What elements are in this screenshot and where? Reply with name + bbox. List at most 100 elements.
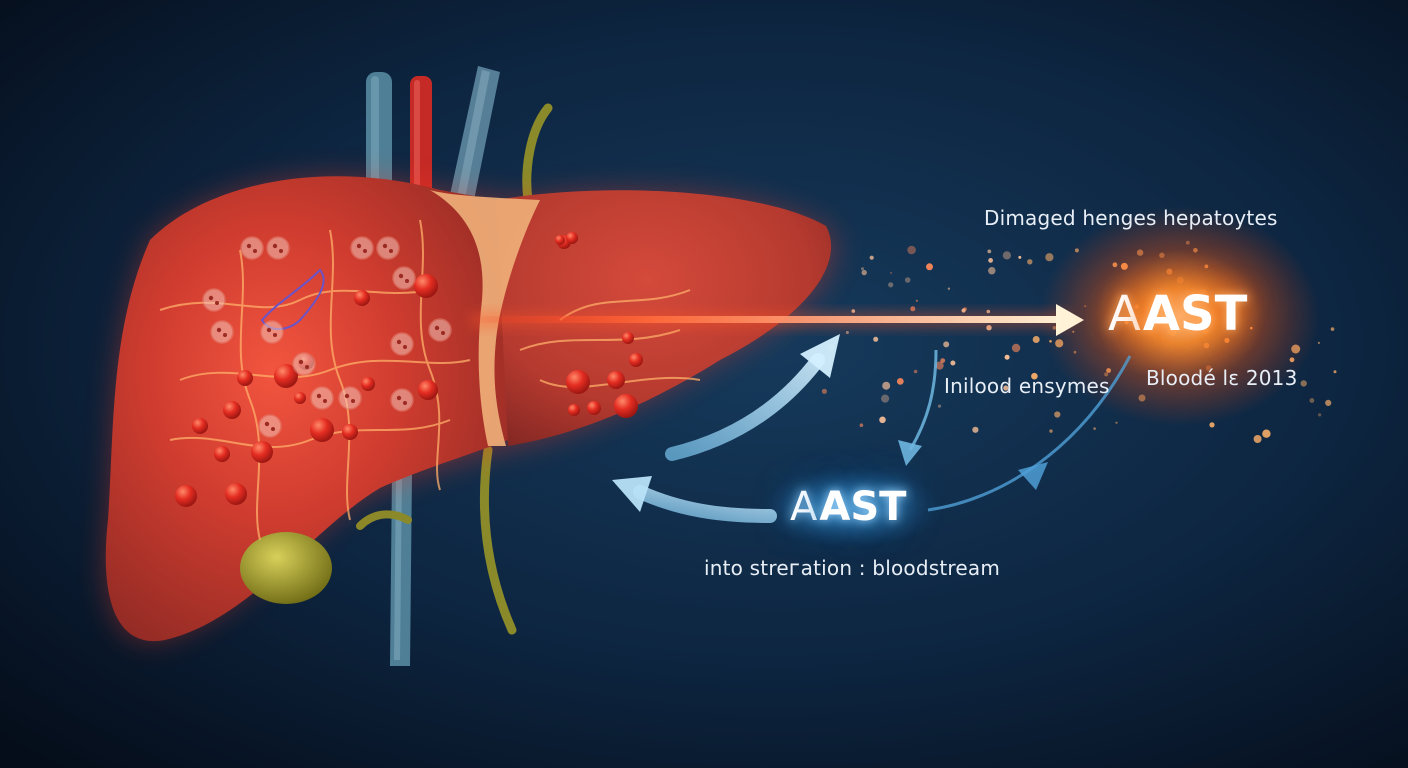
particle (1004, 354, 1010, 360)
lobule-nucleus (272, 243, 278, 249)
particle (907, 245, 916, 255)
hepatocyte-cell (223, 401, 241, 419)
arrow-to-ast-right (927, 355, 1132, 512)
particle (890, 271, 893, 274)
lobule-nucleus (382, 243, 388, 249)
hepatocyte-cell (607, 371, 625, 389)
ast-center-text: AST (819, 484, 907, 530)
particle (859, 423, 864, 428)
particle (1032, 336, 1040, 343)
hepatocyte-cell (237, 370, 253, 386)
lobule (210, 320, 234, 344)
ast-label-right: AAST (1108, 286, 1247, 342)
hepatocyte-cell (310, 418, 334, 442)
lobule-nucleus (434, 325, 440, 331)
vessels-top (366, 66, 553, 216)
hepatocyte-cell (555, 235, 565, 245)
particle (940, 358, 946, 363)
lobule-nucleus (305, 365, 309, 369)
lobule-nucleus (253, 249, 257, 253)
particle (904, 277, 911, 283)
lobule-nucleus (316, 393, 322, 399)
lobule-nucleus (396, 395, 402, 401)
lobule-nucleus (363, 249, 367, 253)
particle (1093, 427, 1096, 430)
ast-right-text: AST (1142, 286, 1248, 342)
lobule-nucleus (323, 399, 327, 403)
particle (1027, 259, 1033, 265)
ast-orange-glow (1040, 206, 1320, 426)
lobule (292, 352, 316, 376)
circulation-arrows (612, 334, 1132, 523)
gallbladder (240, 532, 332, 604)
particle (1330, 327, 1335, 331)
particle (947, 287, 951, 290)
particle (935, 361, 944, 370)
particle (881, 394, 890, 403)
lobule-nucleus (405, 279, 409, 283)
hepatocyte-cell (274, 364, 298, 388)
hepatocyte-cell (568, 404, 580, 416)
particle (1011, 343, 1021, 353)
label-blood-date: Bloodé lɛ 2013 (1146, 366, 1298, 390)
particle (861, 269, 867, 276)
particle (961, 308, 966, 313)
ast-right-glyph: A (1108, 286, 1141, 342)
particle (1253, 435, 1262, 443)
lobule (428, 318, 452, 342)
lobule-nucleus (344, 393, 350, 399)
ast-label-center: AAST (790, 484, 906, 530)
lobule-nucleus (216, 327, 222, 333)
lobule (376, 236, 400, 260)
particle (869, 255, 874, 260)
lobule (260, 320, 284, 344)
lobule (310, 386, 334, 410)
lobule-nucleus (403, 401, 407, 405)
lobule-nucleus (264, 421, 270, 427)
particle (821, 388, 828, 394)
particle (1054, 411, 1061, 418)
hepatocyte-cell (251, 441, 273, 463)
particle (873, 336, 879, 342)
hepatocyte-cell (225, 483, 247, 505)
particle (937, 404, 942, 408)
particle (1049, 429, 1053, 433)
lobule-nucleus (398, 273, 404, 279)
lobule-nucleus (273, 333, 277, 337)
particle (1300, 380, 1307, 387)
arrow-down-to-ast (908, 349, 938, 451)
particle (888, 282, 894, 288)
lobule (350, 236, 374, 260)
hepatocyte-cell (214, 446, 230, 462)
particle (910, 306, 916, 312)
hepatocyte-cell (192, 418, 208, 434)
lobule (266, 236, 290, 260)
lobule-nucleus (403, 345, 407, 349)
particle (1309, 398, 1315, 403)
lobule (202, 288, 226, 312)
hepatocyte-cell (342, 424, 358, 440)
lobule-nucleus (298, 359, 304, 365)
particle (1318, 413, 1322, 417)
particle (879, 416, 886, 424)
particle (882, 381, 891, 390)
particle (1262, 429, 1271, 438)
lobule-nucleus (223, 333, 227, 337)
hepatocyte-cell (614, 394, 638, 418)
hepatocyte-cell (587, 401, 601, 415)
release-beam-arrow (470, 304, 1084, 336)
particle (1333, 370, 1337, 374)
particle (1018, 255, 1022, 259)
label-into-bloodstream: into streᴦation : bloodstream (704, 556, 1001, 580)
particle (1003, 385, 1009, 391)
lobule-nucleus (351, 399, 355, 403)
label-blood-enzymes: Inilood ensymes (944, 374, 1110, 398)
particle (1045, 253, 1054, 262)
lobule-nucleus (279, 249, 283, 253)
particle (950, 360, 956, 366)
lobule (338, 386, 362, 410)
lobule (390, 388, 414, 412)
lobule (392, 266, 416, 290)
